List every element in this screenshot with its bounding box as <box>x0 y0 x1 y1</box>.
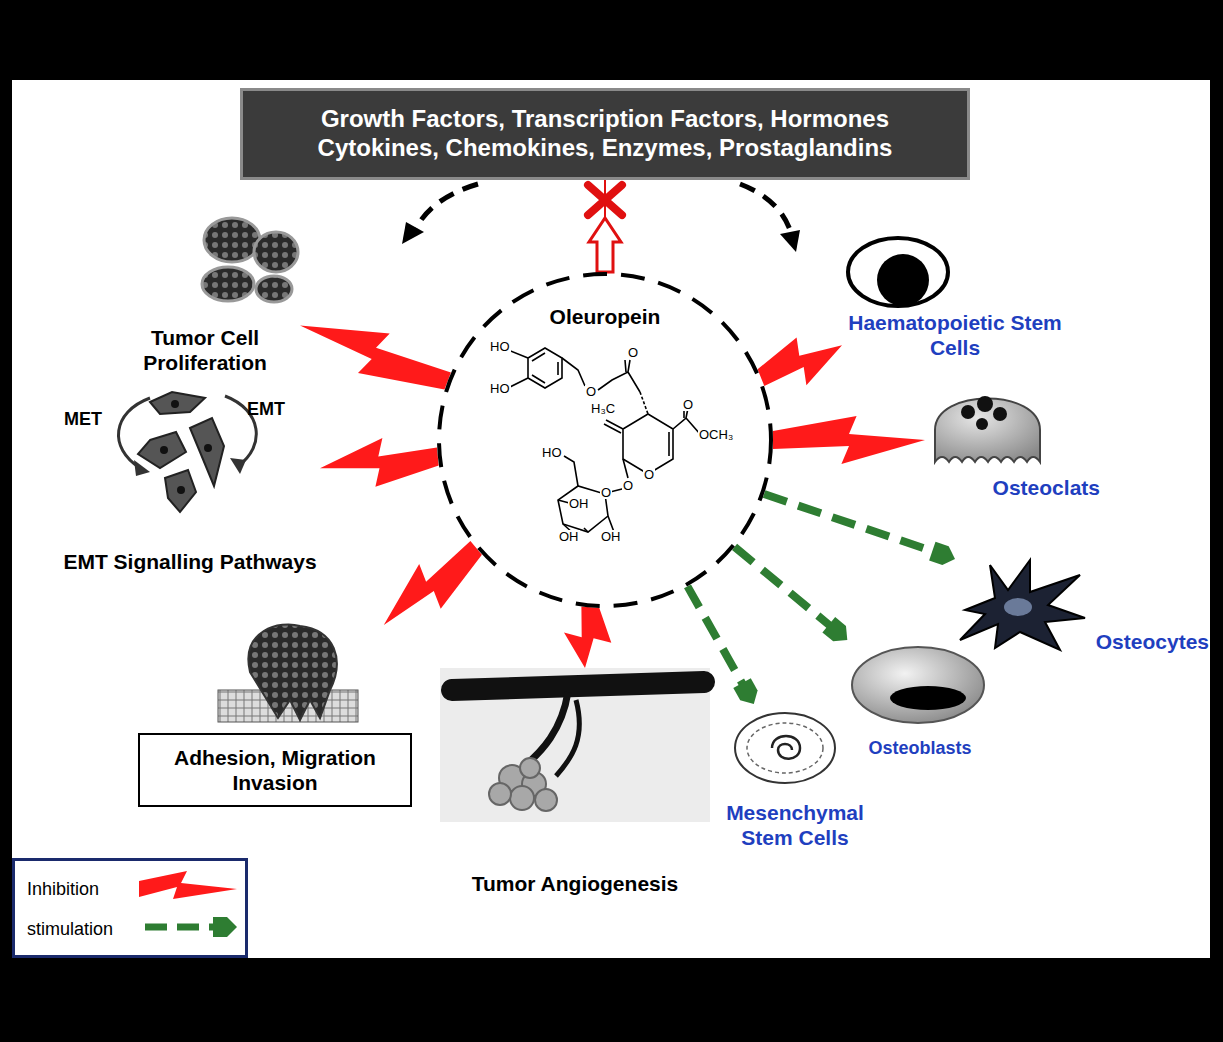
atom-label: OCH₃ <box>698 428 734 441</box>
white-panel <box>12 80 1210 958</box>
atom-label: OH <box>568 497 590 510</box>
dashed-shaft <box>764 494 934 552</box>
inhibition-bolt <box>758 338 842 387</box>
arrow-link <box>604 180 606 218</box>
atom-label: HO <box>489 382 511 395</box>
atom-label: H₃C <box>590 402 616 415</box>
node-label: Osteoblasts <box>845 738 995 760</box>
legend-samples <box>15 861 245 955</box>
arrow-head <box>929 542 955 565</box>
node-label: Osteoclats <box>925 475 1100 500</box>
target-node: Mesenchymal Stem Cells <box>706 704 884 850</box>
bolt-shape <box>564 607 611 668</box>
inhibition-bolt <box>564 607 611 668</box>
target-node: Haematopoietic Stem Cells <box>842 240 1068 360</box>
atom-label: O <box>643 468 655 481</box>
bolt-shape <box>320 438 439 487</box>
dashed-shaft <box>688 586 744 684</box>
legend-text: stimulation <box>27 919 113 941</box>
arrow-head <box>822 617 847 641</box>
hollow-arrow <box>589 218 621 272</box>
node-label: Osteocytes <box>955 629 1209 654</box>
target-node: Tumor Cell Proliferation <box>110 205 300 375</box>
node-label: EMT Signalling Pathways <box>60 549 320 574</box>
atom-label: OH <box>600 530 622 543</box>
atom-label: O <box>585 385 597 398</box>
bolt-shape <box>300 326 451 390</box>
atom-label: O <box>600 486 612 499</box>
node-label: Tumor Cell Proliferation <box>110 325 300 375</box>
bolt-shape <box>384 541 482 625</box>
atom-label: O <box>682 398 694 411</box>
inhibition-bolt <box>384 541 482 625</box>
node-label: Tumor Angiogenesis <box>440 871 710 896</box>
atom-label: HO <box>541 446 563 459</box>
stimulation-arrow <box>764 494 955 565</box>
bolt-shape <box>773 416 925 464</box>
node-label: Growth Factors, Transcription Factors, H… <box>257 105 953 163</box>
legend-text: Inhibition <box>27 879 99 901</box>
atom-label: O <box>622 479 634 492</box>
inhibition-bolt <box>773 416 925 464</box>
factor-banner: Growth Factors, Transcription Factors, H… <box>240 88 970 180</box>
node-label: Oleuropein <box>435 304 775 329</box>
target-node: Osteoblasts <box>845 640 995 760</box>
atom-label: OH <box>558 530 580 543</box>
node-label: Adhesion, Migration Invasion <box>152 745 398 795</box>
inhibition-bolt <box>300 326 451 390</box>
atom-label: O <box>627 346 639 359</box>
text-frame: Adhesion, Migration Invasion <box>138 733 412 807</box>
stimulation-arrow <box>688 586 758 704</box>
target-node: Osteocytes <box>955 550 1215 656</box>
atom-label: HO <box>489 340 511 353</box>
blocked-arrow <box>588 180 622 272</box>
target-node: Adhesion, Migration Invasion <box>138 625 412 807</box>
arrow-head <box>733 678 757 704</box>
target-node: Tumor Angiogenesis <box>440 668 710 896</box>
node-label: Haematopoietic Stem Cells <box>842 310 1068 360</box>
target-node: Osteoclats <box>925 380 1100 500</box>
legend-box: Inhibition stimulation <box>12 858 248 958</box>
dashed-shaft <box>735 547 831 626</box>
transition-label: MET <box>63 410 103 428</box>
bolt-shape <box>758 338 842 387</box>
transition-label: EMT <box>246 400 286 418</box>
inhibition-bolt <box>320 438 439 487</box>
stimulation-arrow <box>735 547 848 641</box>
node-label: Mesenchymal Stem Cells <box>706 800 884 850</box>
